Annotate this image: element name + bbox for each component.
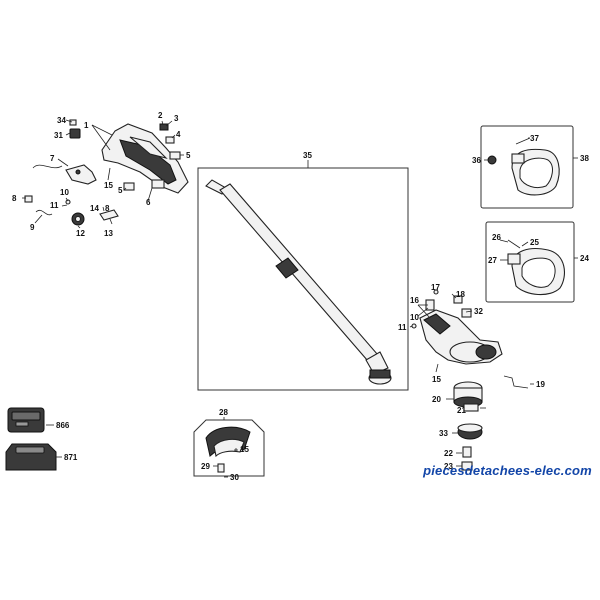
handle-leaders [22, 119, 184, 229]
battery-866 [7, 407, 45, 433]
aux-handle-frame-24 [485, 221, 575, 303]
callout-1: 1 [84, 121, 89, 130]
small-springs [123, 123, 181, 191]
callout-15: 15 [432, 375, 441, 384]
callout-5: 5 [186, 151, 191, 160]
callout-29: 29 [201, 462, 210, 471]
callout-13: 13 [104, 229, 113, 238]
callout-31: 31 [54, 131, 63, 140]
callout-871: 871 [64, 453, 78, 462]
callout-11: 11 [50, 201, 59, 210]
shaft-frame [197, 167, 409, 391]
callout-30: 30 [230, 473, 239, 482]
aux-handle-frame-38 [480, 125, 574, 209]
callout-23: 23 [444, 462, 453, 471]
knob-part [65, 199, 119, 226]
callout-18: 18 [456, 290, 465, 299]
callout-34: 34 [57, 116, 66, 125]
callout-2: 2 [158, 111, 163, 120]
callout-8: 8 [12, 194, 17, 203]
motor-leaders [409, 293, 534, 467]
callout-14: 14 [90, 204, 99, 213]
handle-housing [101, 123, 189, 194]
callout-38: 38 [580, 154, 589, 163]
callout-12: 12 [76, 229, 85, 238]
aux-handle-24 [507, 239, 566, 296]
motor-head [411, 289, 503, 365]
callout-4: 4 [176, 130, 181, 139]
callout-20: 20 [432, 395, 441, 404]
callout-25: 25 [530, 238, 539, 247]
callout-16: 16 [410, 296, 419, 305]
callout-10: 10 [410, 313, 419, 322]
leader-26 [499, 239, 509, 243]
line-guide-19 [503, 375, 529, 389]
spool-housing-20 [453, 381, 483, 412]
callout-19: 19 [536, 380, 545, 389]
callout-22: 22 [444, 449, 453, 458]
callout-9: 9 [30, 223, 35, 232]
trigger-part [65, 164, 97, 185]
charger-871 [5, 443, 57, 471]
callout-32: 32 [474, 307, 483, 316]
shaft-tube [205, 179, 392, 385]
leader-25 [521, 241, 529, 247]
callout-6: 6 [146, 198, 151, 207]
callout-24: 24 [580, 254, 589, 263]
callout-37: 37 [530, 134, 539, 143]
callout-numbers: 1 2 3 4 5 5 6 7 8 8 9 10 10 11 11 12 13 … [12, 111, 589, 482]
guard-frame-28 [193, 419, 265, 477]
callout-35: 35 [303, 151, 312, 160]
callout-11: 11 [398, 323, 407, 332]
callout-21: 21 [457, 406, 466, 415]
callout-17: 17 [431, 283, 440, 292]
callout-27: 27 [488, 256, 497, 265]
callout-8: 8 [105, 204, 110, 213]
site-watermark: piecesdetachees-elec.com [423, 463, 592, 478]
callout-7: 7 [50, 154, 55, 163]
switch-part [69, 119, 81, 139]
wire-harness [24, 164, 63, 216]
callout-33: 33 [439, 429, 448, 438]
callout-866: 866 [56, 421, 70, 430]
callout-36: 36 [472, 156, 481, 165]
callout-10: 10 [60, 188, 69, 197]
callout-28: 28 [219, 408, 228, 417]
guard-28 [205, 426, 251, 473]
callout-15: 15 [104, 181, 113, 190]
aux-handle-38 [487, 137, 560, 196]
callout-15: 15 [240, 445, 249, 454]
spool-33 [457, 423, 483, 440]
callout-26: 26 [492, 233, 501, 242]
callout-5: 5 [118, 186, 123, 195]
callout-3: 3 [174, 114, 179, 123]
